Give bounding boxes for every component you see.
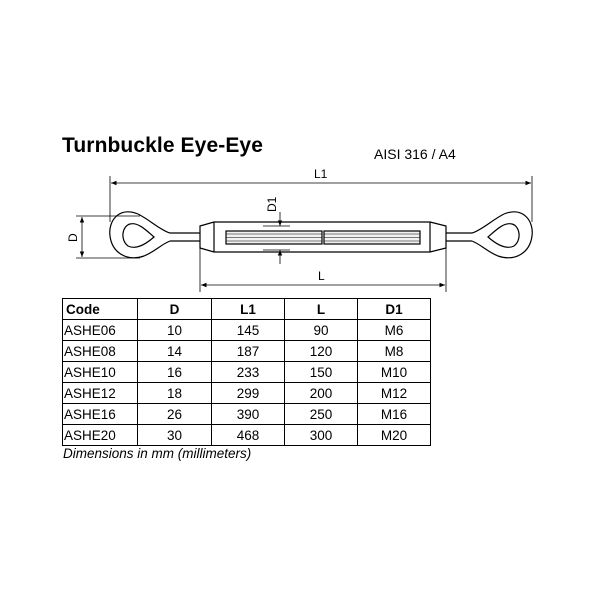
dim-label-d1: D1 <box>265 196 279 212</box>
table-header-row: Code D L1 L D1 <box>62 298 431 320</box>
cell-l1: 233 <box>211 361 285 383</box>
table-row: ASHE16 26 390 250 M16 <box>62 403 431 425</box>
cell-d1: M12 <box>357 382 431 404</box>
cell-l1: 468 <box>211 424 285 446</box>
cell-l1: 187 <box>211 340 285 362</box>
left-eye <box>109 211 200 259</box>
cell-l: 150 <box>284 361 358 383</box>
cell-d1: M16 <box>357 403 431 425</box>
table-row: ASHE06 10 145 90 M6 <box>62 319 431 341</box>
page-title: Turnbuckle Eye-Eye <box>62 134 263 157</box>
cell-l: 300 <box>284 424 358 446</box>
cell-d: 14 <box>137 340 212 362</box>
cell-l1: 390 <box>211 403 285 425</box>
table-row: ASHE20 30 468 300 M20 <box>62 424 431 446</box>
material-label: AISI 316 / A4 <box>374 146 456 162</box>
cell-code: ASHE08 <box>62 340 138 362</box>
dimensions-note: Dimensions in mm (millimeters) <box>63 446 252 461</box>
spec-table: Code D L1 L D1 ASHE06 10 145 90 M6 ASHE0… <box>62 298 431 446</box>
cell-l: 250 <box>284 403 358 425</box>
cell-l1: 299 <box>211 382 285 404</box>
right-eye <box>446 211 533 259</box>
header-l: L <box>284 298 358 320</box>
cell-code: ASHE10 <box>62 361 138 383</box>
table-row: ASHE08 14 187 120 M8 <box>62 340 431 362</box>
cell-d: 16 <box>137 361 212 383</box>
cell-l: 90 <box>284 319 358 341</box>
cell-code: ASHE20 <box>62 424 138 446</box>
cell-d: 30 <box>137 424 212 446</box>
dim-label-l1: L1 <box>314 167 328 181</box>
cell-l: 200 <box>284 382 358 404</box>
cell-d: 18 <box>137 382 212 404</box>
header-l1: L1 <box>211 298 285 320</box>
cell-code: ASHE06 <box>62 319 138 341</box>
header-code: Code <box>62 298 138 320</box>
cell-d: 26 <box>137 403 212 425</box>
cell-d1: M20 <box>357 424 431 446</box>
table-row: ASHE10 16 233 150 M10 <box>62 361 431 383</box>
cell-l1: 145 <box>211 319 285 341</box>
header-d: D <box>137 298 212 320</box>
dimension-lines <box>79 180 531 288</box>
table-row: ASHE12 18 299 200 M12 <box>62 382 431 404</box>
cell-d1: M6 <box>357 319 431 341</box>
turnbuckle-body <box>199 221 447 253</box>
header-d1: D1 <box>357 298 431 320</box>
cell-d1: M10 <box>357 361 431 383</box>
dim-label-d: D <box>66 233 80 242</box>
cell-code: ASHE16 <box>62 403 138 425</box>
dim-label-l: L <box>318 269 325 283</box>
cell-d1: M8 <box>357 340 431 362</box>
cell-l: 120 <box>284 340 358 362</box>
cell-code: ASHE12 <box>62 382 138 404</box>
cell-d: 10 <box>137 319 212 341</box>
